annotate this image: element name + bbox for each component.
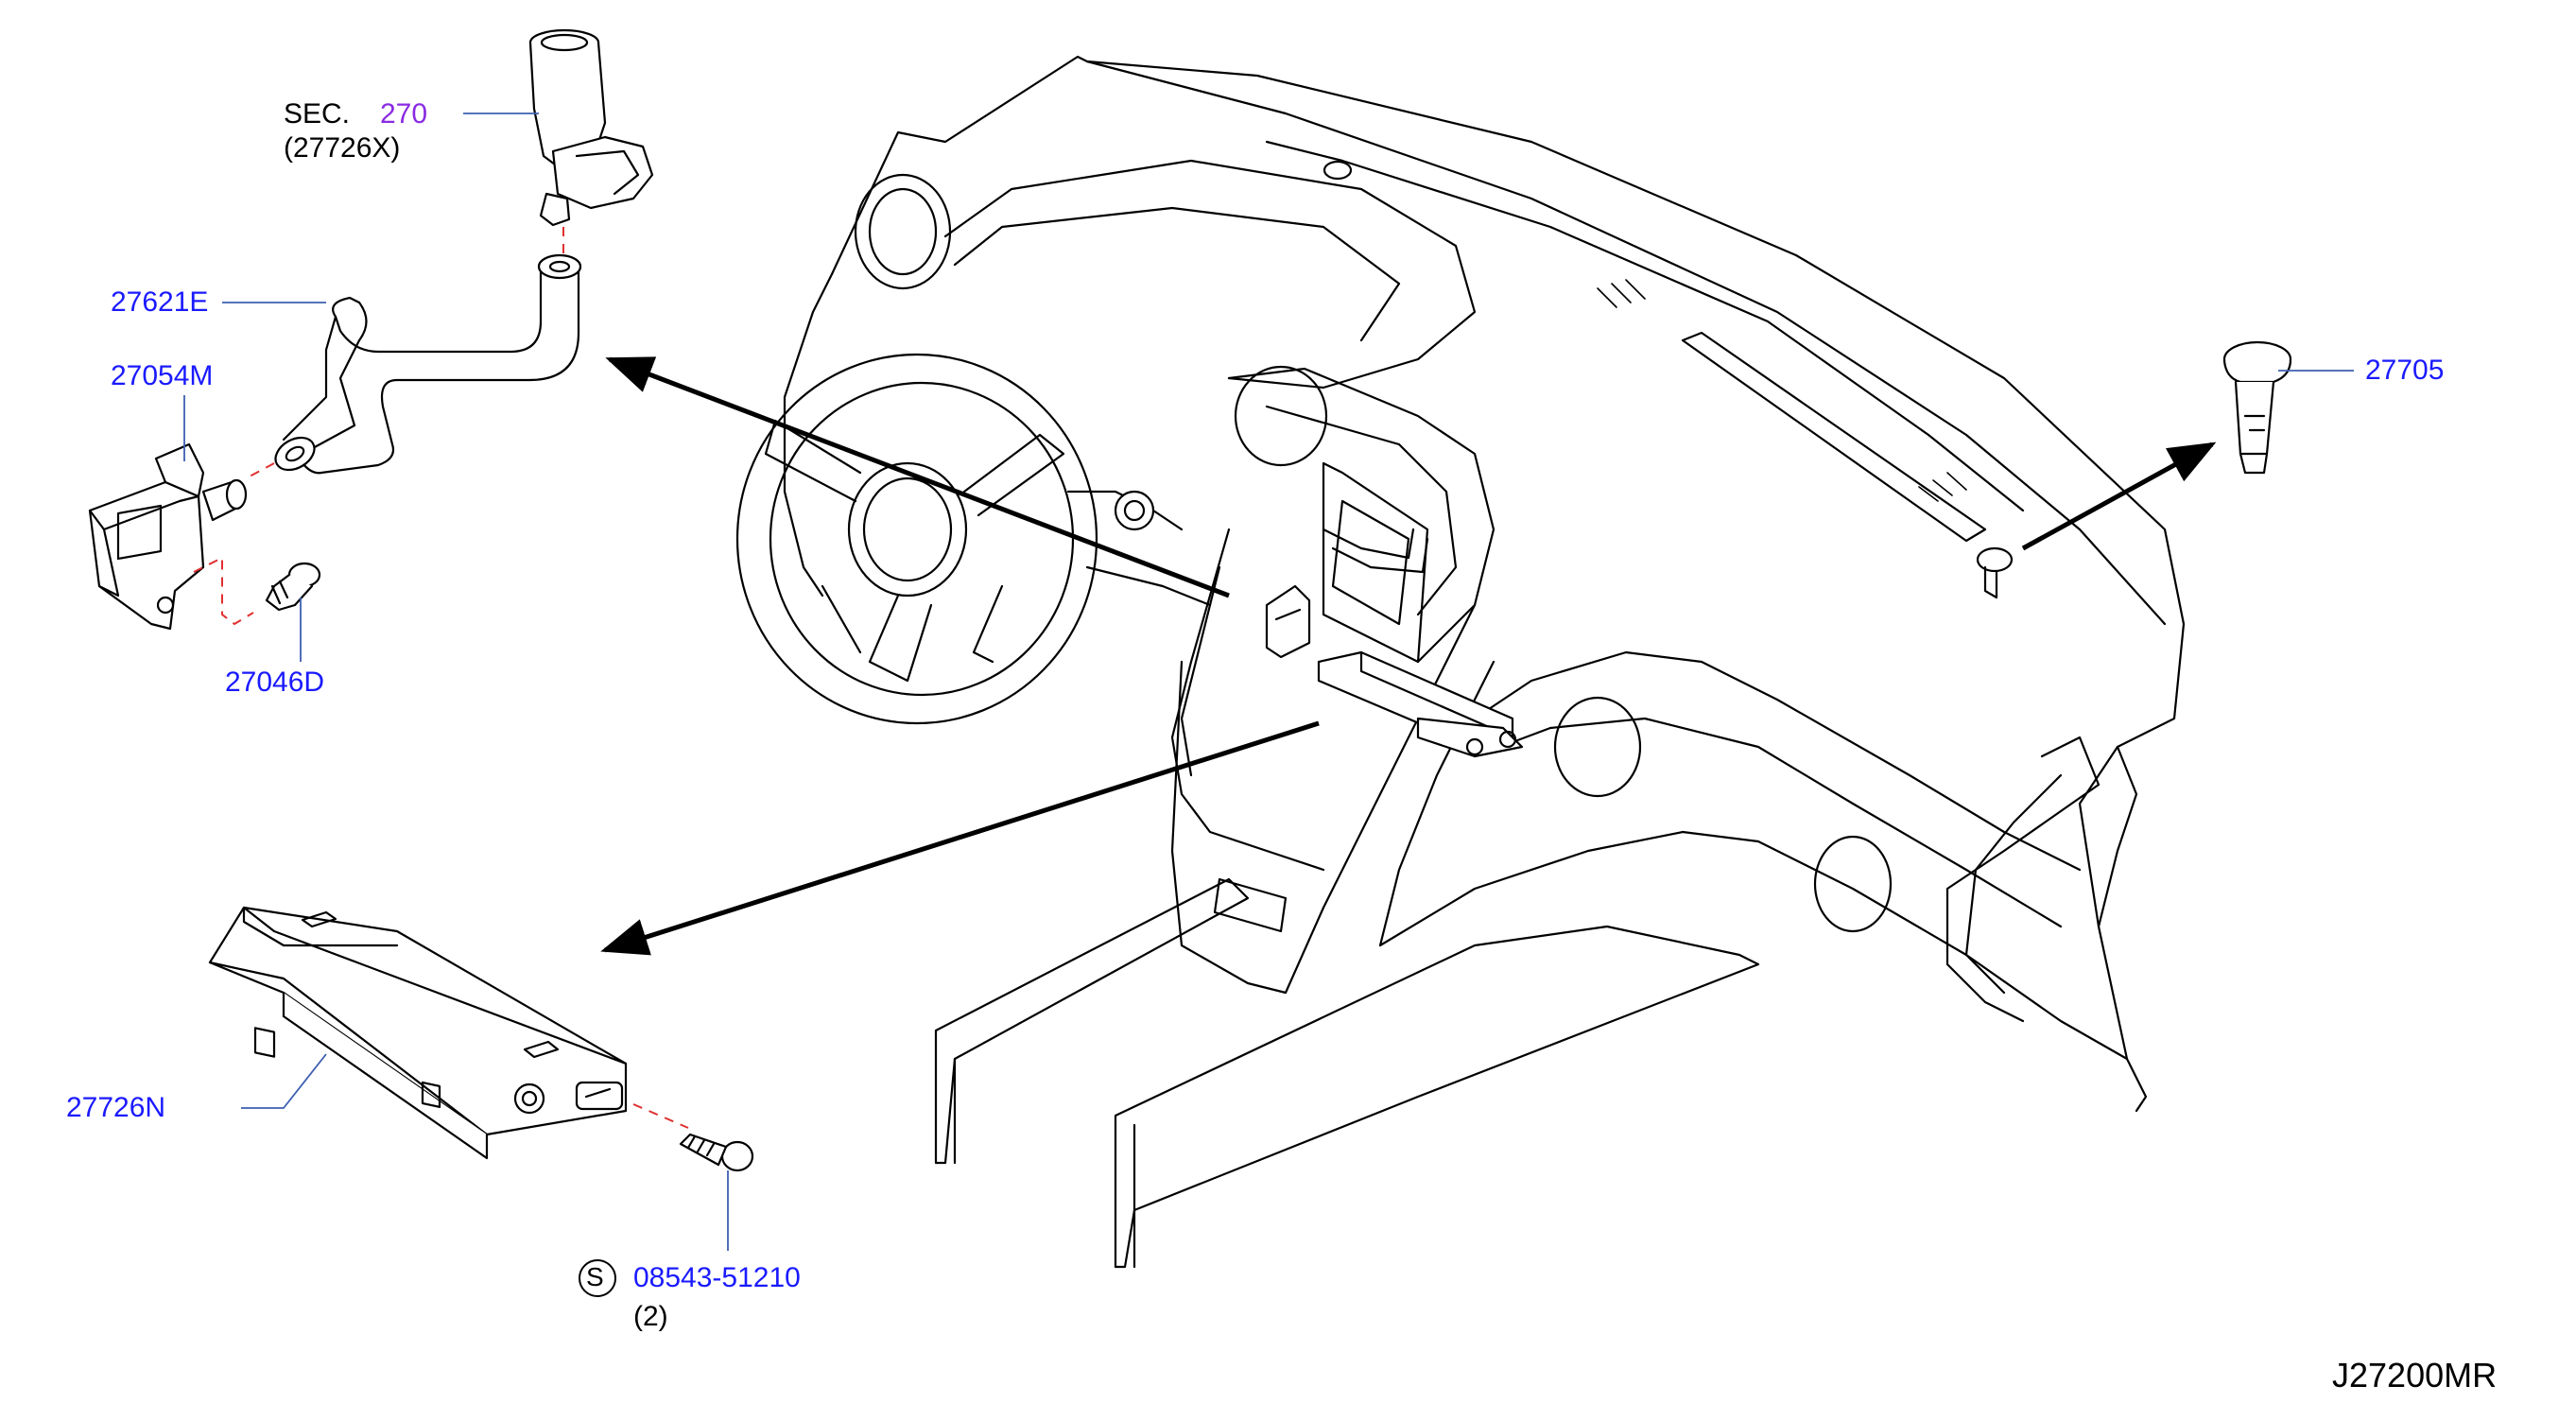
screw-08543-51210 <box>679 1133 754 1172</box>
part-27705-label[interactable]: 27705 <box>2365 355 2445 386</box>
clip-27705 <box>2222 340 2292 475</box>
sec-270-fitting <box>528 28 654 255</box>
screw-symbol-circle <box>579 1259 616 1297</box>
diagram-id-label: J27200MR <box>2332 1356 2498 1394</box>
pointer-arrows <box>600 356 2217 956</box>
sensor-27054m <box>88 442 254 631</box>
bolt-27046d <box>265 562 321 612</box>
control-module-27726n <box>208 906 689 1160</box>
sec-prefix-label: SEC. <box>284 98 351 130</box>
sec-ref-label: (27726X) <box>284 132 401 164</box>
part-27621e-label[interactable]: 27621E <box>111 286 209 318</box>
sec-number-link[interactable]: 270 <box>380 98 428 130</box>
part-27046d-label[interactable]: 27046D <box>225 667 325 698</box>
part-27054m-label[interactable]: 27054M <box>111 360 214 391</box>
part-27726n-label[interactable]: 27726N <box>66 1092 166 1123</box>
screw-symbol-letter: S <box>586 1262 604 1291</box>
dashboard-illustration <box>735 55 2186 1269</box>
hose-27621e <box>247 253 582 478</box>
screw-quantity-label: (2) <box>633 1301 668 1332</box>
leader-lines <box>183 113 2354 1251</box>
part-08543-51210-label[interactable]: 08543-51210 <box>633 1262 801 1293</box>
